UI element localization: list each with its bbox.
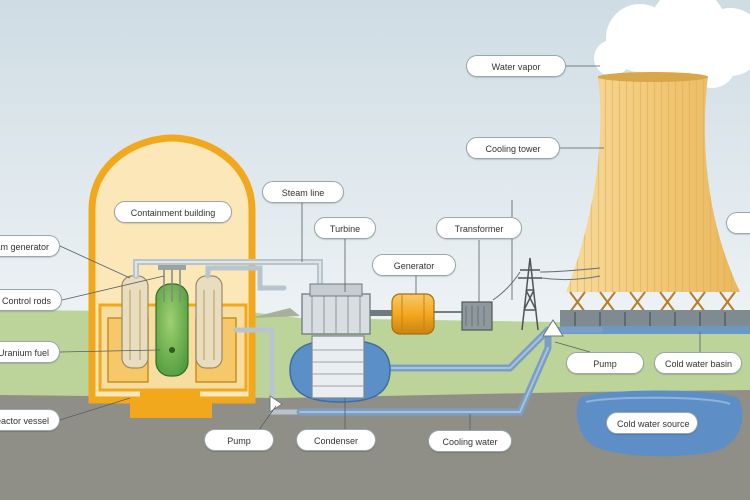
- generator: [391, 293, 435, 335]
- label-offscreen-right: [726, 212, 750, 234]
- condenser: [289, 335, 391, 403]
- label-cooling-tower: Cooling tower: [466, 137, 560, 159]
- label-turbine: Turbine: [314, 217, 376, 239]
- turbine: [301, 283, 371, 335]
- label-containment-building: Containment building: [114, 201, 232, 223]
- reactor-internals: [107, 262, 237, 383]
- label-steam-generator: Steam generator: [0, 235, 60, 257]
- label-generator: Generator: [372, 254, 456, 276]
- label-leaders: [59, 65, 701, 435]
- label-condenser: Condenser: [296, 429, 376, 451]
- label-control-rods: Control rods: [0, 289, 62, 311]
- label-cold-water-source: Cold water source: [606, 412, 698, 434]
- cooling-tower: [560, 72, 750, 334]
- label-cooling-water: Cooling water: [428, 430, 512, 452]
- label-uranium-fuel: Uranium fuel: [0, 341, 60, 363]
- label-water-vapor: Water vapor: [466, 55, 566, 77]
- label-transformer: Transformer: [436, 217, 522, 239]
- pipes: [133, 259, 603, 416]
- label-cold-water-basin: Cold water basin: [654, 352, 742, 374]
- pump-left-icon: [269, 395, 283, 413]
- label-pump-left: Pump: [204, 429, 274, 451]
- label-steam-line: Steam line: [262, 181, 344, 203]
- power-pylon: [518, 257, 542, 331]
- label-reactor-vessel: Reactor vessel: [0, 409, 60, 431]
- transformer: [434, 301, 493, 331]
- label-pump-right: Pump: [566, 352, 644, 374]
- pump-right-icon: [542, 319, 564, 337]
